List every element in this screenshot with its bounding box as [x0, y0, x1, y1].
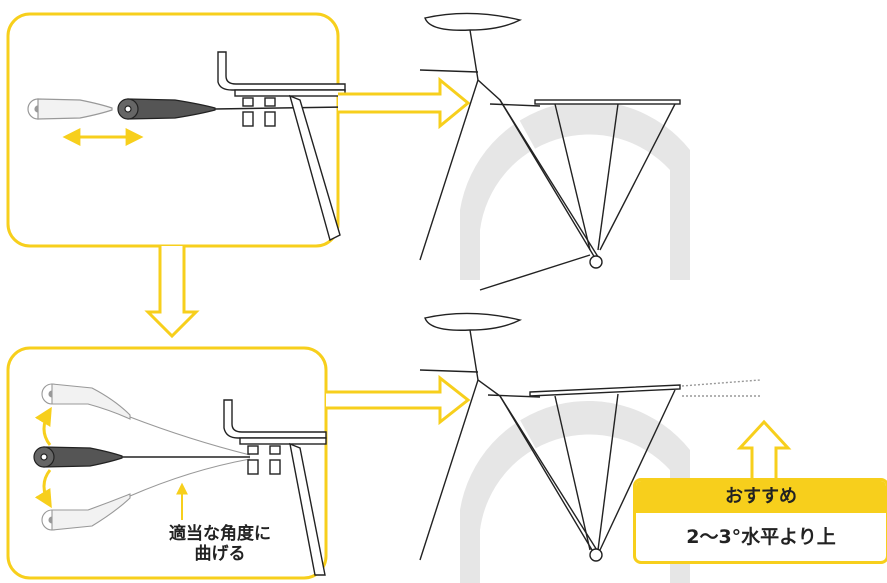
arrow-down-outline-icon: [144, 246, 200, 339]
strut-current: [117, 98, 346, 120]
strut-lower-faded: [41, 458, 251, 531]
connector-bottom: [326, 374, 471, 426]
rack-bracket-bottom: [223, 399, 327, 576]
recommendation-title: おすすめ: [636, 481, 886, 513]
bend-instruction-label: 適当な角度に 曲げる: [169, 524, 271, 564]
strut-faded: [27, 98, 113, 120]
recommendation-value: 2〜3°水平より上: [686, 526, 836, 548]
curved-arrow-up-icon: [34, 406, 52, 446]
arrow-up-outline-icon: [736, 419, 792, 478]
connector-top: [338, 76, 471, 130]
bicycle-top: [419, 12, 690, 291]
detail-panel-top: [6, 12, 340, 248]
curved-arrow-down-icon: [34, 469, 52, 509]
recommendation-box: おすすめ 2〜3°水平より上: [633, 478, 887, 564]
bicycle-bottom: [419, 312, 761, 583]
strut-upper-faded: [41, 383, 251, 456]
rack-bracket-top: [217, 51, 346, 242]
strut-middle: [33, 446, 250, 468]
